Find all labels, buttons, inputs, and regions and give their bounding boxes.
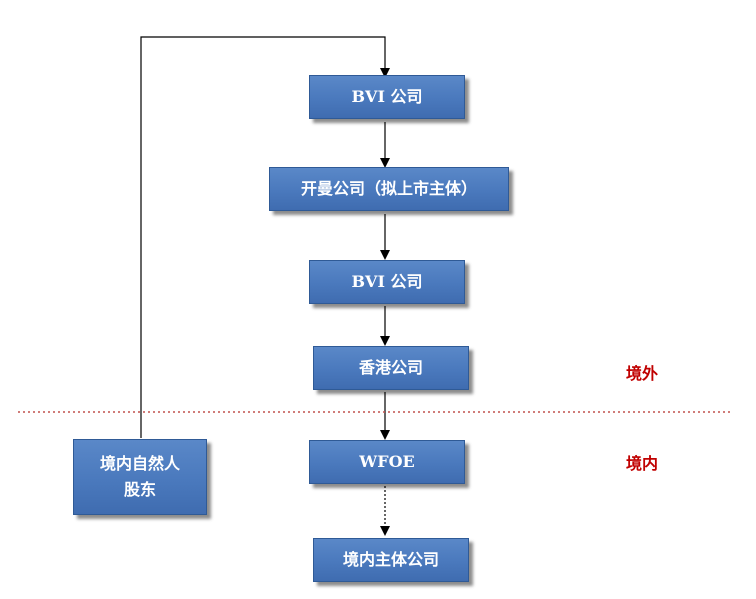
shareholder-to-bvi-line — [140, 36, 390, 438]
node-hk-label: 香港公司 — [358, 358, 423, 377]
node-hk: 香港公司 — [313, 346, 469, 390]
node-wfoe: WFOE — [309, 440, 465, 484]
node-bvi-top: BVI 公司 — [309, 75, 465, 119]
shareholder-label-line2: 股东 — [123, 480, 156, 499]
node-bvi-mid-label: BVI 公司 — [351, 272, 423, 291]
node-bvi-mid: BVI 公司 — [309, 260, 465, 304]
node-cayman: 开曼公司（拟上市主体） — [269, 167, 509, 211]
node-domestic-entity-label: 境内主体公司 — [342, 550, 439, 569]
node-bvi-top-label: BVI 公司 — [351, 87, 423, 106]
node-wfoe-label: WFOE — [359, 452, 415, 471]
node-cayman-label: 开曼公司（拟上市主体） — [300, 179, 477, 198]
region-label-offshore: 境外 — [626, 364, 659, 383]
region-label-onshore: 境内 — [626, 454, 659, 473]
node-domestic-shareholder: 境内自然人 股东 — [73, 439, 207, 515]
shareholder-label-line1: 境内自然人 — [99, 454, 180, 473]
node-domestic-entity: 境内主体公司 — [313, 538, 469, 582]
